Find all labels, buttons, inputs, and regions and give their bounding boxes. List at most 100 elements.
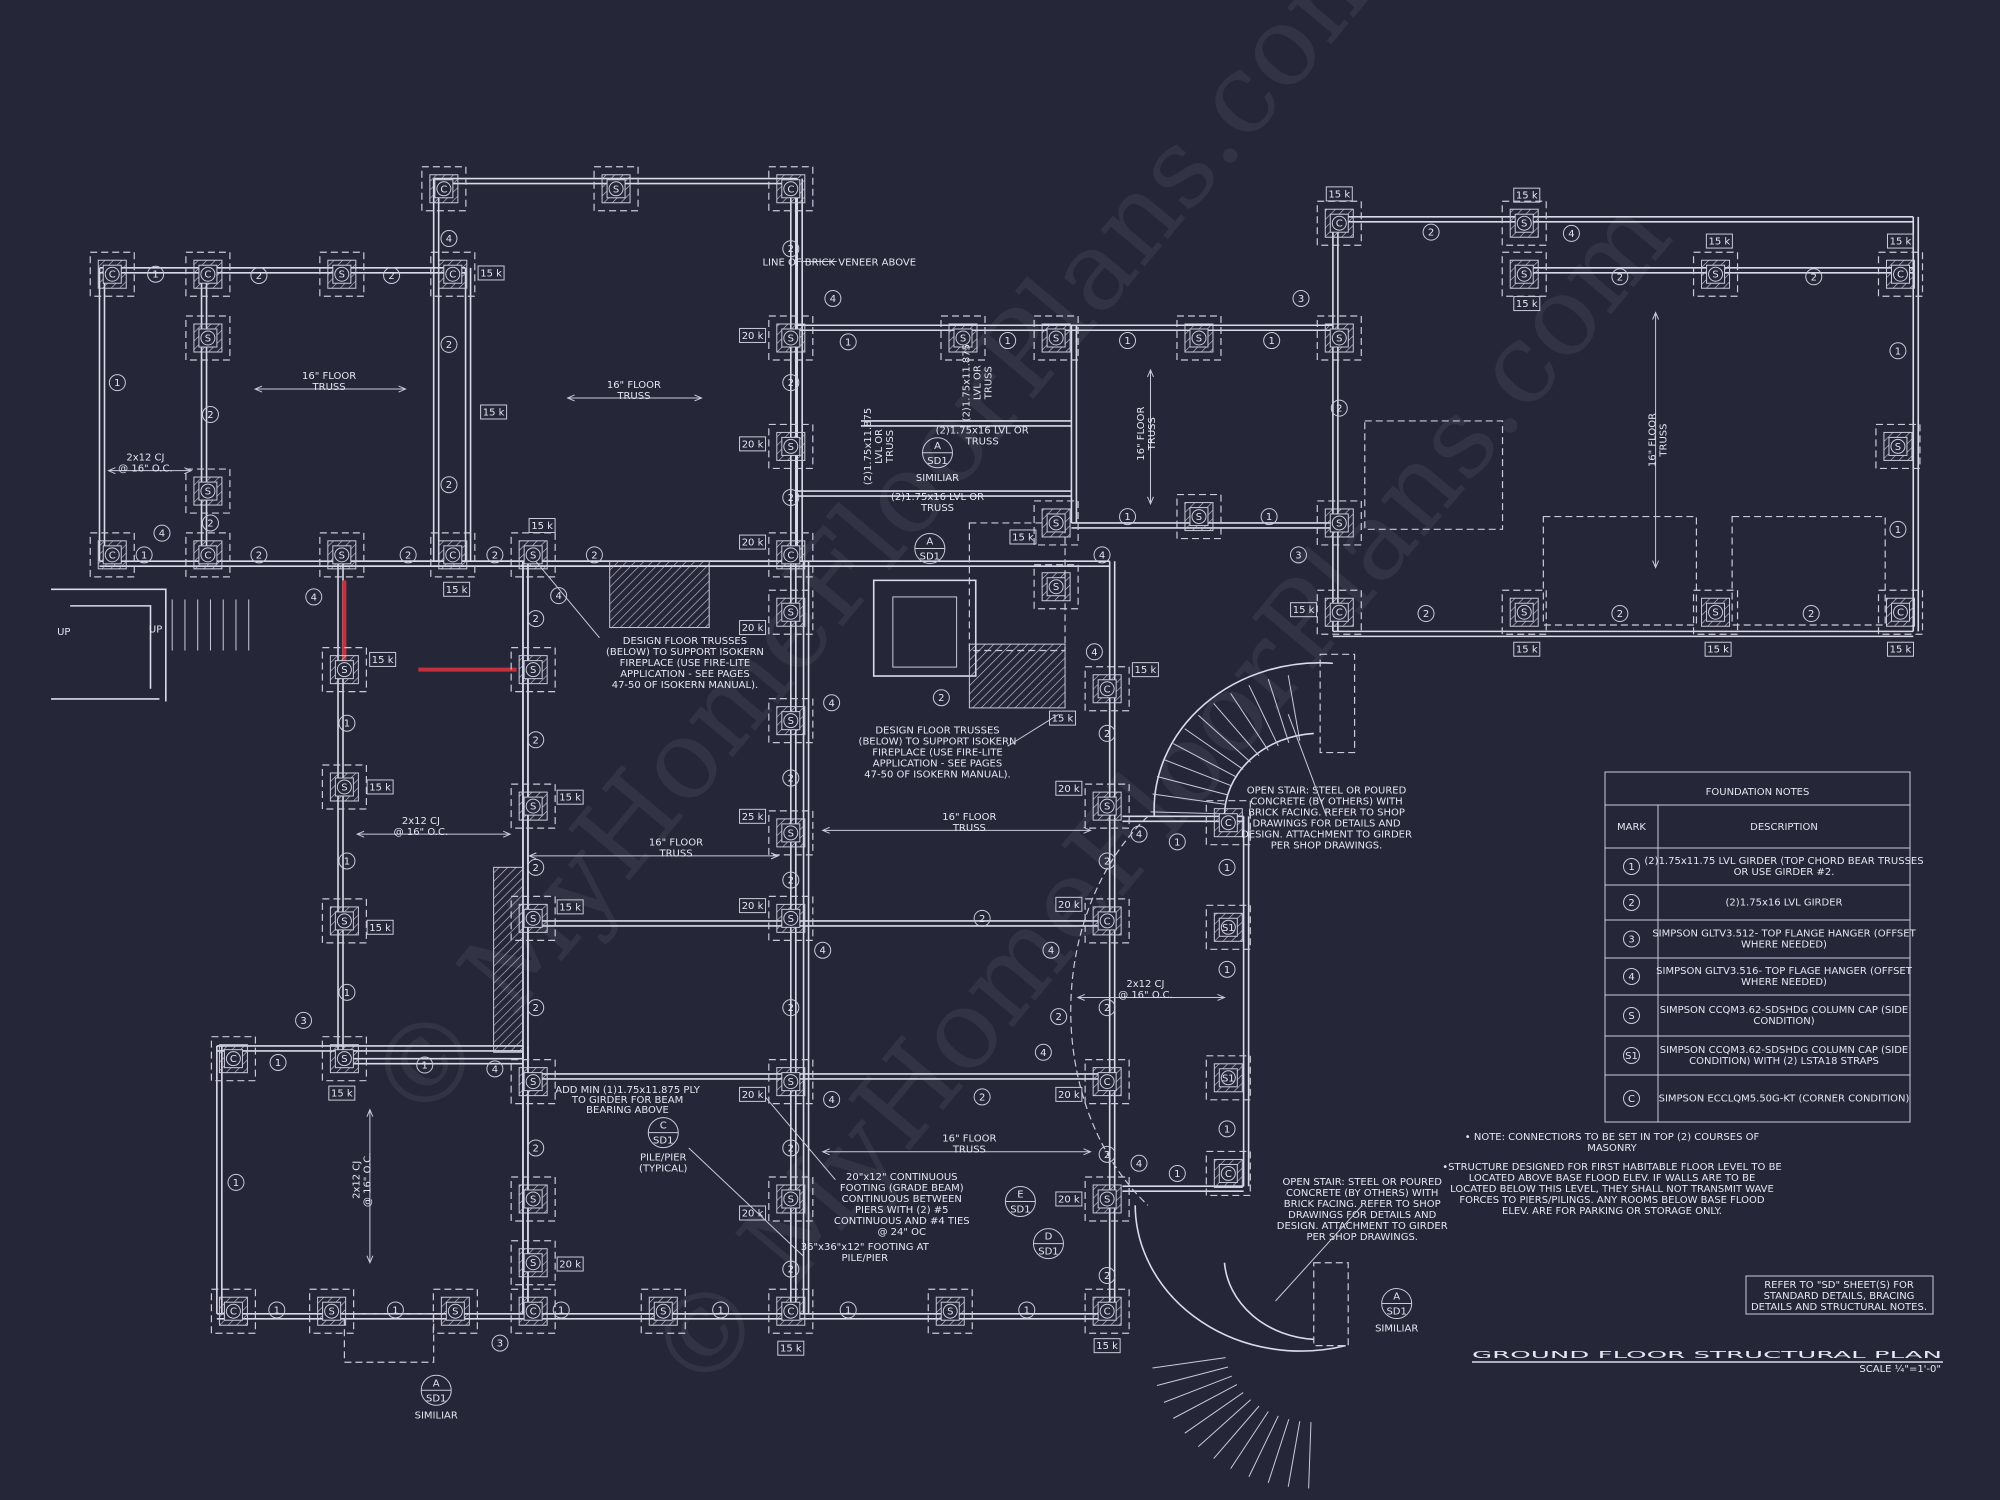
row-description: SIMPSON GLTV3.512- TOP FLANGE HANGER (OF… [1652,929,1916,940]
beam-mark: 2 [1098,1267,1116,1284]
stair-tread [1152,793,1226,805]
beam-mark-circle [839,1301,857,1319]
beam-mark-circle [1802,605,1820,623]
load-tag-box [1055,780,1083,796]
pier-core [1514,213,1534,233]
stair-tread [1173,1384,1238,1419]
table-row: 2(2)1.75x16 LVL GIRDER [1623,894,1843,911]
connector-mark-circle [1099,913,1115,929]
detail-letter: A [934,441,941,452]
pier: S1 [1205,1055,1251,1101]
connector-mark: S [530,1077,536,1088]
connector-mark-circle [336,662,352,678]
pier-core [223,1301,243,1321]
beam-mark-number: 4 [828,698,834,709]
fireplace-note-line: APPLICATION - SEE PAGES [873,758,1002,769]
connector-mark: S [530,914,536,925]
connector-mark-circle [525,662,541,678]
beam-mark-number: 2 [1428,228,1434,239]
load-value: 15 k [1516,299,1538,310]
connector-mark: S [1521,270,1527,281]
beam-mark-number: 2 [788,378,794,389]
pier: S [1692,589,1739,635]
pier-footing-outline [510,1240,556,1286]
beam-mark-number: 2 [788,1265,794,1276]
beam-mark-number: 1 [1124,336,1130,347]
beam-mark: 2 [383,267,401,285]
pier-footing-outline [1316,500,1362,546]
beam-mark-number: 1 [344,856,350,867]
connector-mark-circle [200,483,216,499]
foundation-note: LOCATED BELOW THIS LEVEL, THEY SHALL NOT… [1450,1184,1774,1195]
pier-core [781,179,801,199]
load-tag: 15 k [366,919,394,935]
detail-letter: D [1045,1232,1053,1243]
connector-mark-circle [200,547,216,563]
beam-mark: 1 [1119,508,1137,526]
beam-mark-number: 2 [1104,1003,1110,1014]
connector-mark-circle [783,604,799,620]
connector-mark: S [1053,582,1059,593]
connector-mark-circle [336,779,352,795]
beam-mark-number: 2 [1055,1012,1061,1023]
pier-footing-outline [1205,904,1251,950]
beam-mark: 1 [227,1173,245,1191]
title-block: GROUND FLOOR STRUCTURAL PLAN SCALE ¼"=1'… [1472,1350,1943,1375]
load-tag-box [1048,710,1076,726]
floor-truss-label-line: 16" FLOOR [1648,413,1659,467]
fireplace-note-line: DESIGN FLOOR TRUSSES [875,725,999,736]
pier-footing-outline [321,647,367,693]
sheet-scale: SCALE ¼"=1'-0" [1859,1363,1941,1375]
beam-mark-circle [386,1301,404,1319]
pier-core [523,1189,543,1209]
load-tag-box [1131,662,1159,678]
beam-mark-circle [823,694,841,712]
load-tag: 20 k [1055,780,1083,796]
beam-mark: 3 [1292,289,1310,307]
load-tag: 15 k [366,779,394,795]
footing-note-line: CONTINUOUS BETWEEN [842,1194,962,1205]
pier-core [1097,1189,1117,1209]
connector-mark: C [1104,1077,1111,1088]
beam-mark: 1 [147,265,165,283]
pier-footing-note-line: 36"x36"x12" FOOTING AT [801,1242,930,1253]
pier: C [768,166,814,212]
connector-mark: S [788,442,794,453]
beam-mark: 1 [1018,1301,1036,1319]
span-arrow [366,1108,374,1265]
load-tag: 15 k [1048,710,1076,726]
column-header-mark: MARK [1617,822,1646,833]
curved-stair-lower [1134,1205,1346,1352]
sheet-ref: SD1 [1038,1247,1058,1258]
pier-core [940,1301,960,1321]
open-stair-note-line: CONCRETE (BY OTHERS) WITH [1286,1188,1438,1199]
beam-mark: 4 [486,1060,504,1078]
beam-mark: 2 [1805,268,1823,286]
pier-footing-outline [1205,800,1251,846]
connector-mark: S [530,1258,536,1269]
pier-footing-outline [1033,564,1079,610]
pier-footing-outline [430,532,476,578]
lvl-label-line: TRUSS [885,430,896,464]
beam-mark: 2 [1050,1008,1068,1026]
connector-mark-circle [783,181,799,197]
connector-mark: S [1336,518,1342,529]
mark-circle [1623,968,1640,985]
pier-core [1329,328,1349,348]
load-tag: 15 k [1093,1338,1121,1354]
beam-mark-circle [1292,289,1310,307]
connector-mark-circle [1220,815,1236,831]
floor-truss-label-line: 16" FLOOR [607,380,661,391]
beam-mark-circle [153,524,171,542]
pier-core [523,1301,543,1321]
beam-mark: 2 [782,374,800,392]
foundation-note: ELEV. ARE FOR PARKING OR STORAGE ONLY. [1502,1206,1722,1217]
load-value: 20 k [742,538,764,549]
beam-mark: 2 [527,610,545,628]
